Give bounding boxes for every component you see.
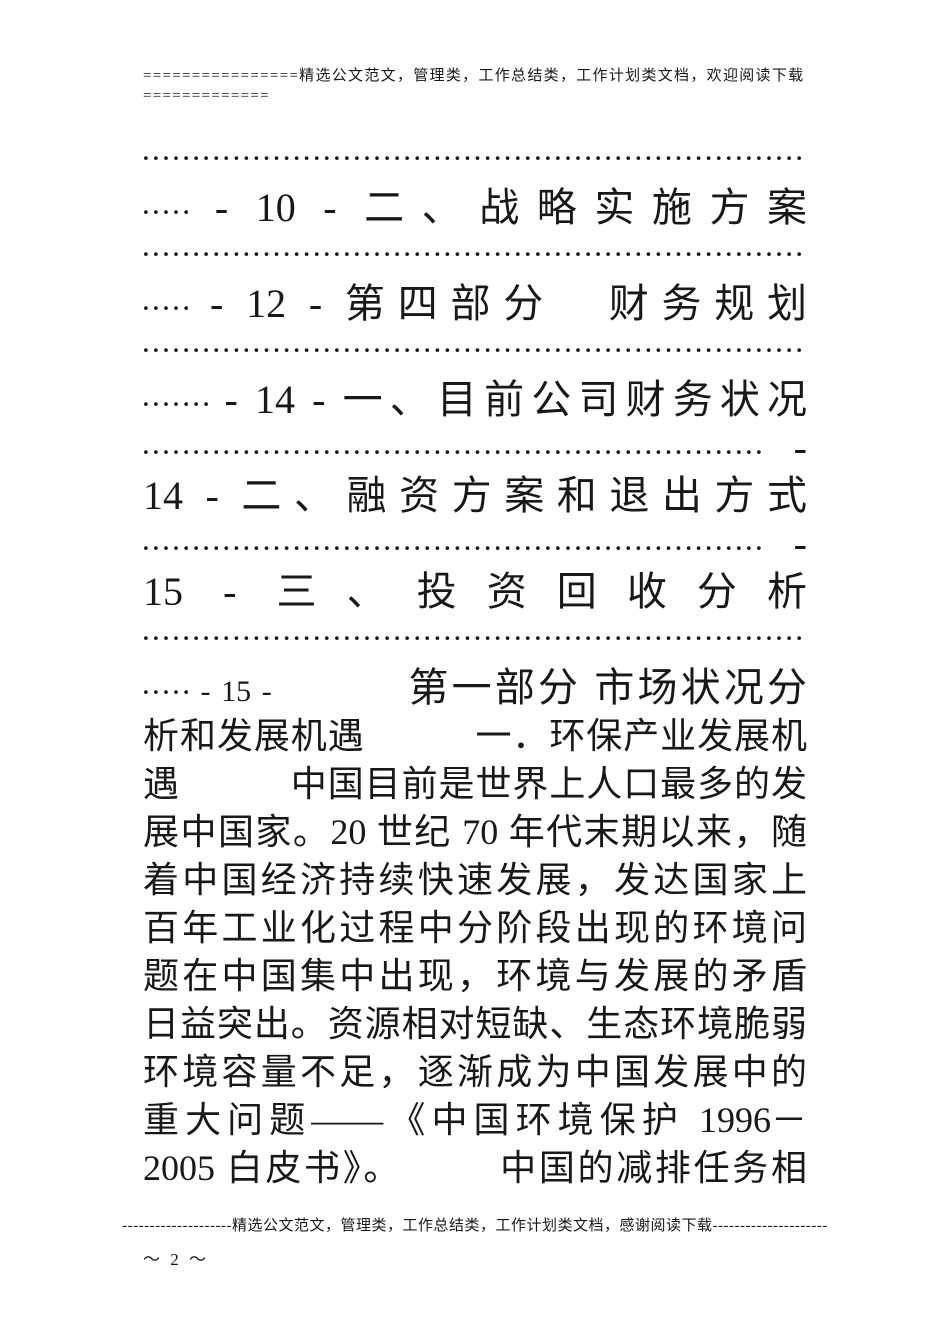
toc-leader-line: ........................................… bbox=[143, 136, 807, 184]
section-heading-line: ..... - 15 - 第一部分 市场状况分 bbox=[143, 664, 807, 712]
body-line: 展中国家。20 世纪 70 年代末期以来，随 bbox=[143, 808, 807, 856]
page-dash: - bbox=[793, 425, 807, 470]
page-dash: - bbox=[793, 521, 807, 566]
dot-leader: ........................................… bbox=[143, 140, 807, 165]
toc-entry-text: 14 - 二、融资方案和退出方式 bbox=[143, 473, 807, 518]
dot-leader: ..... bbox=[143, 674, 194, 699]
toc-entry: ....... - 14 - 一、目前公司财务状况 bbox=[143, 376, 807, 424]
dot-leader: ..... bbox=[143, 194, 194, 219]
body-text: 重大问题——《中国环境保护 1996－ bbox=[143, 1100, 807, 1140]
body-line: 遇 中国目前是世界上人口最多的发 bbox=[143, 760, 807, 808]
dot-leader: ....... bbox=[143, 386, 214, 411]
toc-entry: 14 - 二、融资方案和退出方式 bbox=[143, 472, 807, 520]
dot-leader: ........................................… bbox=[143, 530, 767, 555]
body-line: 析和发展机遇 一．环保产业发展机 bbox=[143, 712, 807, 760]
body-text: 2005 白皮书》。 中国的减排任务相 bbox=[143, 1148, 807, 1188]
document-body: ........................................… bbox=[143, 136, 807, 1192]
page-header: ================精选公文范文，管理类，工作总结类，工作计划类文档… bbox=[143, 66, 807, 106]
body-text: 遇 中国目前是世界上人口最多的发 bbox=[143, 764, 807, 804]
dot-leader: ..... bbox=[143, 290, 194, 315]
body-text: 日益突出。资源相对短缺、生态环境脆弱 bbox=[143, 1004, 807, 1044]
body-line: 日益突出。资源相对短缺、生态环境脆弱 bbox=[143, 1000, 807, 1048]
page-number-ref: - 15 - bbox=[200, 675, 272, 708]
header-line-2: ============= bbox=[143, 88, 270, 104]
body-text: 题在中国集中出现，环境与发展的矛盾 bbox=[143, 956, 807, 996]
toc-entry: ..... - 10 - 二、战略实施方案 bbox=[143, 184, 807, 232]
body-line: 环境容量不足，逐渐成为中国发展中的 bbox=[143, 1048, 807, 1096]
toc-leader-line: ........................................… bbox=[143, 232, 807, 280]
toc-entry: 15 - 三、投资回收分析 bbox=[143, 568, 807, 616]
toc-leader-line-with-dash: ........................................… bbox=[143, 424, 807, 472]
toc-leader-line: ........................................… bbox=[143, 616, 807, 664]
body-text: 析和发展机遇 一．环保产业发展机 bbox=[143, 716, 807, 756]
dot-leader: ........................................… bbox=[143, 620, 807, 645]
body-line: 题在中国集中出现，环境与发展的矛盾 bbox=[143, 952, 807, 1000]
toc-entry-text: - 14 - 一、目前公司财务状况 bbox=[224, 377, 807, 422]
page-footer: --------------------精选公文范文，管理类，工作总结类，工作计… bbox=[60, 1214, 890, 1235]
body-line: 重大问题——《中国环境保护 1996－ bbox=[143, 1096, 807, 1144]
body-text: 环境容量不足，逐渐成为中国发展中的 bbox=[143, 1052, 807, 1092]
body-text: 展中国家。20 世纪 70 年代末期以来，随 bbox=[143, 812, 807, 852]
body-text: 百年工业化过程中分阶段出现的环境问 bbox=[143, 908, 807, 948]
page-number: ～ 2 ～ bbox=[143, 1250, 209, 1269]
body-line: 百年工业化过程中分阶段出现的环境问 bbox=[143, 904, 807, 952]
dot-leader: ........................................… bbox=[143, 434, 767, 459]
toc-entry: ..... - 12 - 第四部分 财务规划 bbox=[143, 280, 807, 328]
footer-text: --------------------精选公文范文，管理类，工作总结类，工作计… bbox=[122, 1218, 828, 1234]
dot-leader: ........................................… bbox=[143, 236, 807, 261]
body-text: 着中国经济持续快速发展，发达国家上 bbox=[143, 860, 807, 900]
toc-entry-text: - 10 - 二、战略实施方案 bbox=[214, 185, 807, 230]
toc-entry-text: - 12 - 第四部分 财务规划 bbox=[210, 281, 807, 326]
body-line: 2005 白皮书》。 中国的减排任务相 bbox=[143, 1144, 807, 1192]
dot-leader: ........................................… bbox=[143, 332, 807, 357]
toc-entry-text: 15 - 三、投资回收分析 bbox=[143, 569, 807, 614]
toc-leader-line: ........................................… bbox=[143, 328, 807, 376]
body-line: 着中国经济持续快速发展，发达国家上 bbox=[143, 856, 807, 904]
header-line-1: ================精选公文范文，管理类，工作总结类，工作计划类文档… bbox=[143, 68, 805, 84]
toc-leader-line-with-dash: ........................................… bbox=[143, 520, 807, 568]
section-heading-text: 第一部分 市场状况分 bbox=[278, 665, 807, 710]
